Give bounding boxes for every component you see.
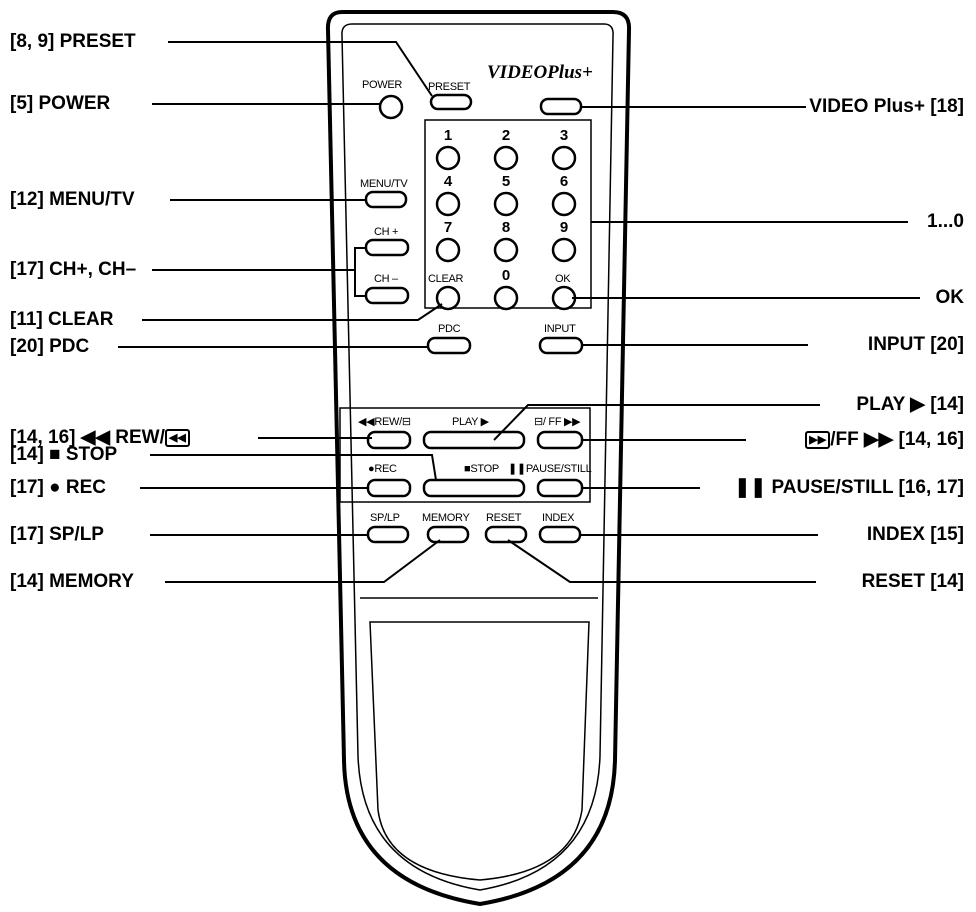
callout-rec-text: REC bbox=[65, 477, 106, 498]
input-button-shape bbox=[538, 336, 584, 355]
callout-power: [5] POWER bbox=[10, 93, 111, 114]
digit-3-button[interactable]: 3 bbox=[559, 127, 569, 144]
callout-stop-prefix: [14] bbox=[10, 444, 44, 465]
callout-ok: OK bbox=[935, 287, 965, 308]
digit-0-button[interactable]: 0 bbox=[501, 267, 511, 284]
clear-button[interactable]: CLEAR bbox=[428, 273, 464, 285]
ff-button[interactable]: ⊟/ FF ▶▶ bbox=[534, 416, 581, 428]
rec-button[interactable]: ●REC bbox=[368, 463, 397, 475]
index-button[interactable]: INDEX bbox=[542, 512, 575, 524]
callout-memory: [14] MEMORY bbox=[10, 571, 134, 592]
stop-button-shape bbox=[422, 478, 526, 498]
index-button-shape bbox=[538, 525, 582, 544]
memory-button-shape bbox=[426, 525, 470, 544]
callout-rec: [17] ● REC bbox=[10, 477, 106, 499]
callout-stop: [14] ■ STOP bbox=[10, 444, 117, 466]
callout-rew-prefix: [14, 16] bbox=[10, 427, 76, 448]
callout-rew-text: REW/ bbox=[115, 427, 165, 448]
remote-body-outline bbox=[325, 10, 632, 907]
video-plus-logo: VIDEOPlus+ bbox=[487, 62, 593, 83]
power-button[interactable]: POWER bbox=[362, 79, 403, 91]
pause-button-shape bbox=[536, 478, 584, 498]
digit-9-button[interactable]: 9 bbox=[559, 219, 569, 236]
rec-button-shape bbox=[366, 478, 412, 498]
battery-cover bbox=[369, 621, 590, 881]
callout-input: INPUT [20] bbox=[867, 334, 964, 355]
callout-play-text: PLAY bbox=[856, 394, 906, 415]
digit-8-button[interactable]: 8 bbox=[501, 219, 511, 236]
callout-pdc: [20] PDC bbox=[10, 336, 90, 357]
callout-sp-lp: [17] SP/LP bbox=[10, 524, 104, 545]
remote-inner-outline bbox=[341, 23, 614, 891]
rewind-icon: ◀◀ bbox=[80, 427, 110, 448]
callout-rec-prefix: [17] bbox=[10, 477, 44, 498]
power-button-shape bbox=[378, 94, 404, 120]
play-triangle-icon: ▶ bbox=[910, 394, 925, 415]
preset-button[interactable]: PRESET bbox=[428, 81, 471, 93]
callout-play-suffix: [14] bbox=[930, 394, 964, 415]
video-plus-button-shape bbox=[539, 97, 583, 116]
digit-buttons bbox=[435, 145, 577, 311]
menu-tv-button-shape bbox=[364, 190, 408, 209]
ch-minus-button[interactable]: CH – bbox=[374, 273, 398, 285]
callout-preset: [8, 9] PRESET bbox=[10, 31, 136, 52]
reset-button-shape bbox=[484, 525, 528, 544]
callout-pause-text: PAUSE/STILL [16, 17] bbox=[771, 477, 964, 498]
reset-button[interactable]: RESET bbox=[486, 512, 522, 524]
leader-lines-right bbox=[493, 106, 920, 583]
rew-button[interactable]: ◀◀REW/⊟ bbox=[358, 416, 411, 428]
ch-plus-button-shape bbox=[364, 238, 410, 257]
digit-5-button[interactable]: 5 bbox=[501, 173, 511, 190]
preset-button-shape bbox=[429, 93, 473, 111]
memory-button[interactable]: MEMORY bbox=[422, 512, 470, 524]
callout-ff-text: /FF bbox=[830, 429, 859, 450]
callout-ff-suffix: [14, 16] bbox=[898, 429, 964, 450]
record-dot-icon: ● bbox=[49, 477, 61, 498]
ok-button[interactable]: OK bbox=[555, 273, 571, 285]
callout-digits: 1...0 bbox=[927, 211, 964, 232]
callout-index: INDEX [15] bbox=[866, 524, 964, 545]
sp-lp-button[interactable]: SP/LP bbox=[370, 512, 400, 524]
callout-pause-still: ❚❚ PAUSE/STILL [16, 17] bbox=[734, 477, 964, 499]
callout-clear: [11] CLEAR bbox=[10, 309, 114, 330]
ch-plus-button[interactable]: CH + bbox=[374, 226, 399, 238]
pdc-button-shape bbox=[426, 336, 472, 355]
callout-play: PLAY ▶ [14] bbox=[856, 394, 964, 416]
digit-4-button[interactable]: 4 bbox=[443, 173, 453, 190]
leader-lines-left bbox=[118, 41, 443, 583]
boxed-fast-forward-icon: ▶▶ bbox=[805, 430, 831, 449]
callout-reset: RESET [14] bbox=[861, 571, 964, 592]
ff-button-shape bbox=[536, 430, 584, 450]
ch-minus-button-shape bbox=[364, 286, 410, 305]
stop-button[interactable]: ■STOP bbox=[464, 463, 499, 475]
callout-rew: [14, 16] ◀◀ REW/◀◀ bbox=[10, 427, 190, 449]
boxed-rewind-icon: ◀◀ bbox=[164, 428, 190, 447]
callout-ch: [17] CH+, CH– bbox=[10, 259, 137, 280]
menu-tv-button[interactable]: MENU/TV bbox=[360, 178, 408, 190]
callout-video-plus: VIDEO Plus+ [18] bbox=[809, 96, 964, 117]
digit-6-button[interactable]: 6 bbox=[559, 173, 569, 190]
stop-square-icon: ■ bbox=[49, 444, 61, 465]
pause-bars-icon: ❚❚ bbox=[734, 477, 767, 498]
sp-lp-button-shape bbox=[366, 525, 410, 544]
callout-menu-tv: [12] MENU/TV bbox=[10, 189, 135, 210]
play-button[interactable]: PLAY ▶ bbox=[452, 416, 489, 428]
input-button[interactable]: INPUT bbox=[544, 323, 576, 335]
pdc-button[interactable]: PDC bbox=[438, 323, 461, 335]
pause-still-button[interactable]: ❚❚PAUSE/STILL bbox=[508, 463, 592, 475]
digit-2-button[interactable]: 2 bbox=[501, 127, 511, 144]
callout-stop-text: STOP bbox=[65, 444, 118, 465]
play-button-shape bbox=[422, 430, 526, 450]
callout-ff: ▶▶/FF ▶▶ [14, 16] bbox=[805, 429, 964, 451]
digit-1-button[interactable]: 1 bbox=[443, 127, 453, 144]
fast-forward-icon: ▶▶ bbox=[864, 429, 894, 450]
rew-button-shape bbox=[366, 430, 412, 450]
digit-7-button[interactable]: 7 bbox=[443, 219, 453, 236]
